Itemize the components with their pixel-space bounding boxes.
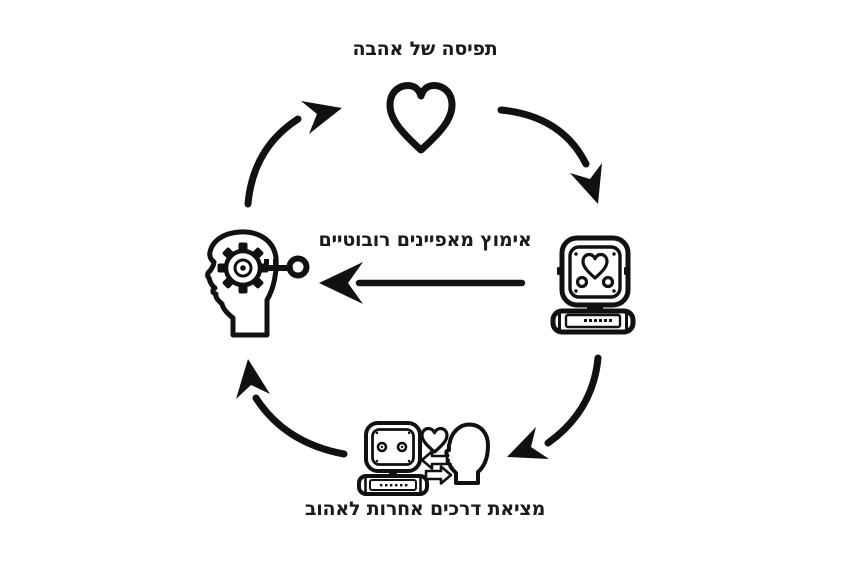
robot-heart-face-icon <box>550 235 636 335</box>
label-finding-other-ways-to-love: מציאת דרכים אחרות לאהוב <box>304 498 546 520</box>
curved-arrow-bottom-right-icon <box>507 354 602 459</box>
robot-human-heart-exchange-icon <box>357 421 490 496</box>
small-heart-icon <box>420 426 449 454</box>
exchange-arrow-right-icon <box>424 465 453 485</box>
curved-arrow-top-right-icon <box>497 106 602 204</box>
straight-left-arrow-icon <box>319 262 526 304</box>
curved-arrow-bottom-left-icon <box>236 359 348 458</box>
key-icon <box>258 255 310 279</box>
heart-icon <box>386 82 456 154</box>
human-head-icon <box>444 422 490 485</box>
curved-arrow-top-left-icon <box>244 101 342 208</box>
label-perception-of-love: תפיסה של אהבה <box>352 38 498 60</box>
label-adopting-robotic-traits: אימוץ מאפיינים רובוטיים <box>318 229 532 251</box>
head-gear-key-icon <box>205 229 310 338</box>
exchange-arrow-left-icon <box>420 450 449 470</box>
